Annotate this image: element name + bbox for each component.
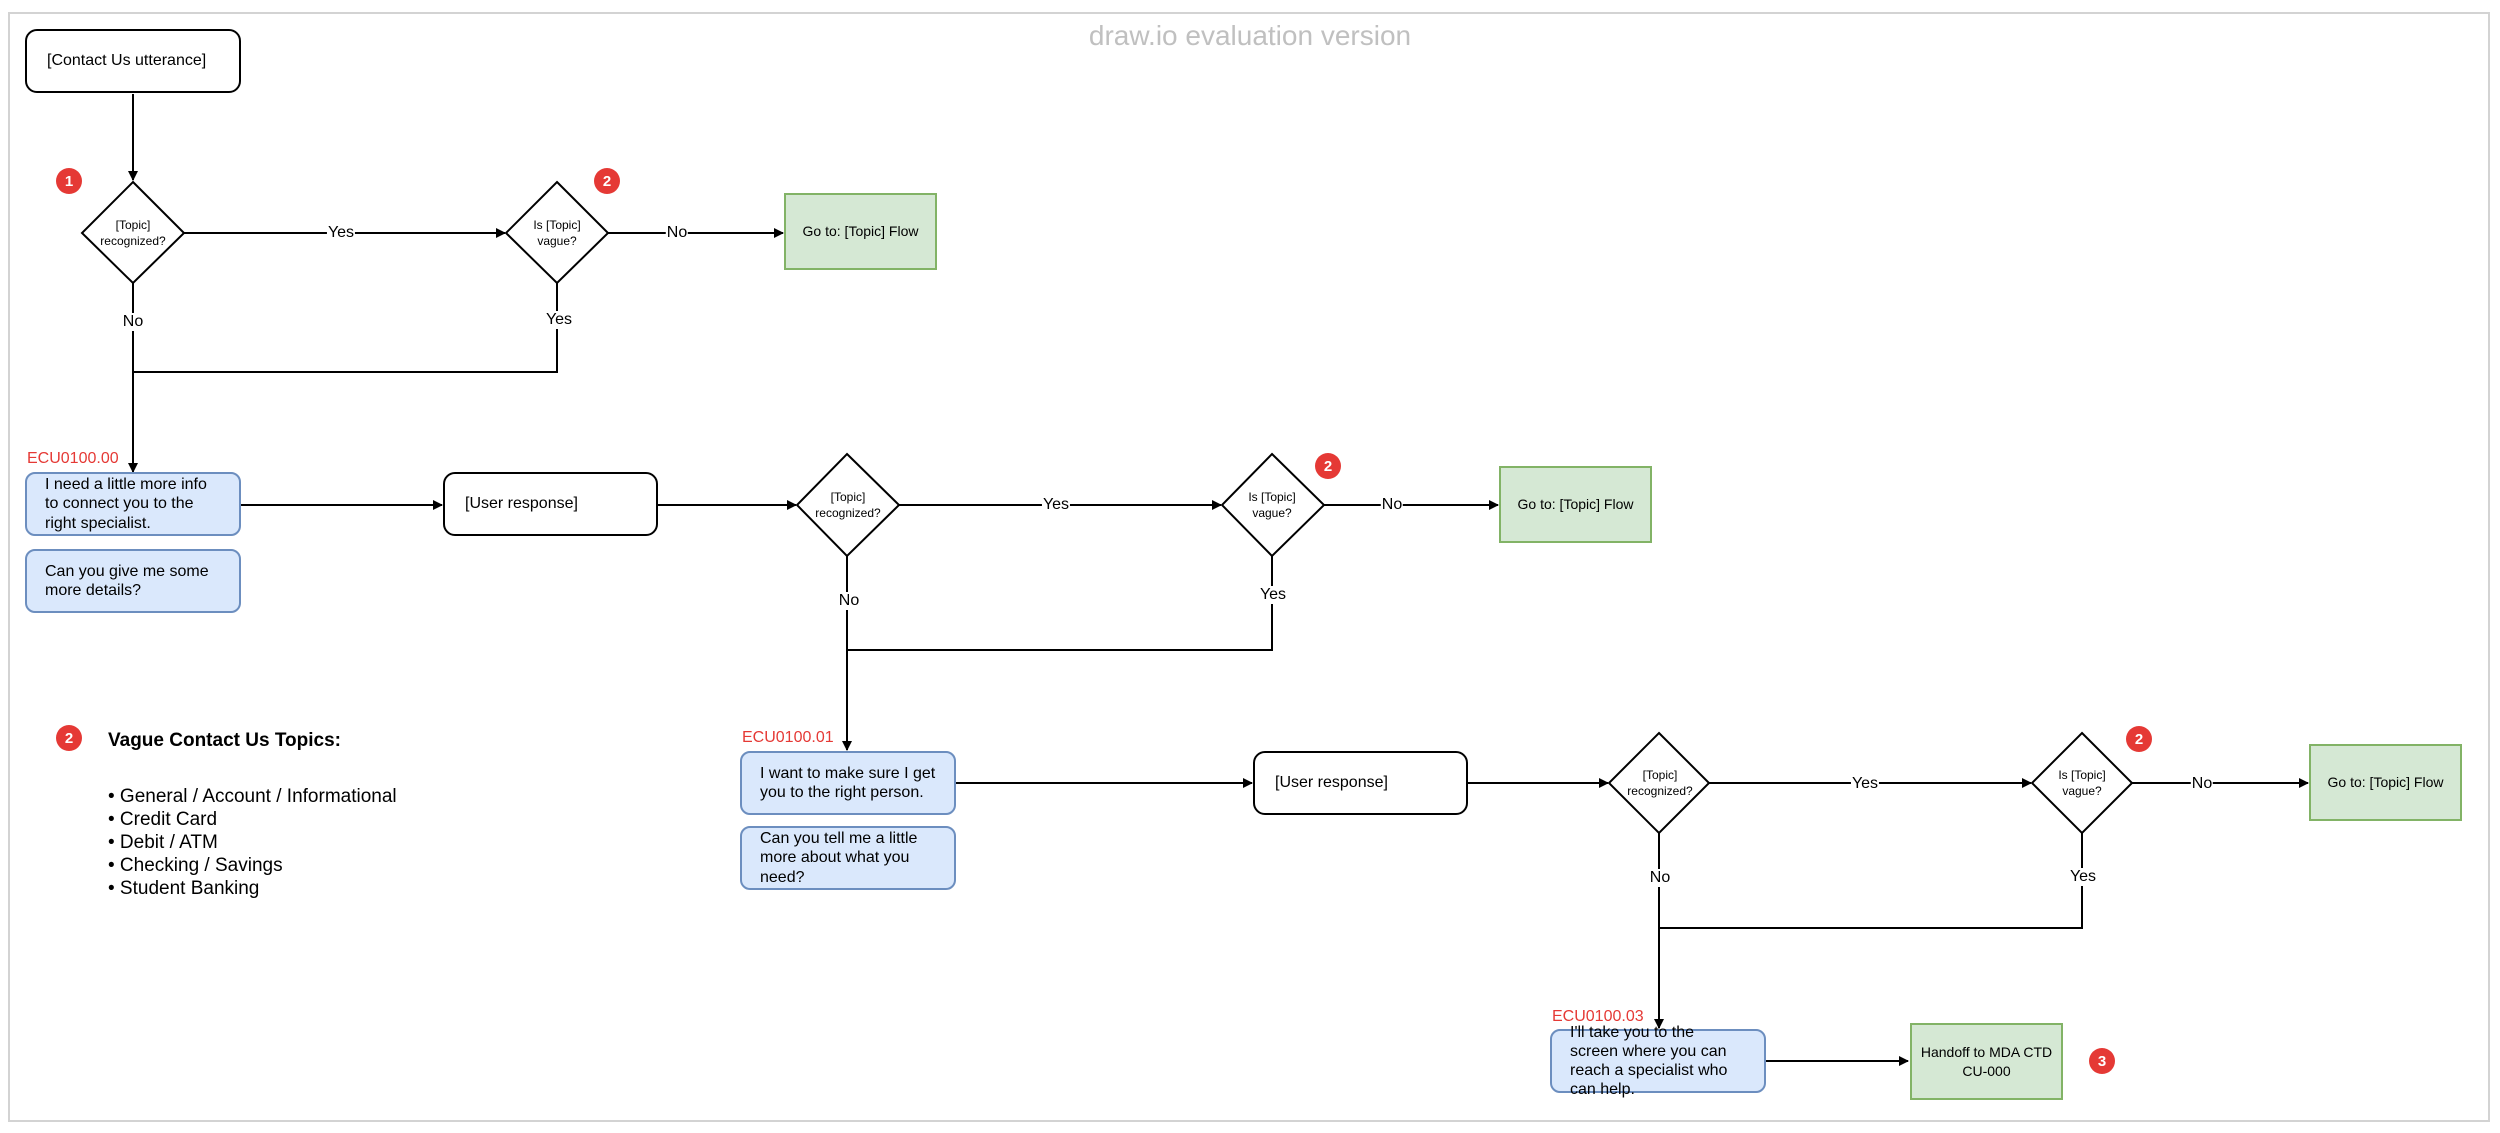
message-code-3: ECU0100.03	[1552, 1008, 1644, 1025]
vague-label-2: Is [Topic] vague?	[1248, 489, 1296, 520]
edge-label-yes-down-1: Yes	[544, 311, 574, 329]
bot-message-2a-text: I want to make sure I get you to the rig…	[760, 764, 936, 801]
decision-vague-1	[504, 180, 610, 285]
badge-2-legend: 2	[56, 725, 82, 751]
recognized-label-2: [Topic] recognized?	[815, 489, 881, 520]
decision-recognized-1	[80, 180, 186, 285]
start-node-label: [Contact Us utterance]	[47, 52, 207, 69]
legend-item: • Student Banking	[108, 878, 260, 899]
badge-1: 1	[56, 168, 82, 194]
handoff-node[interactable]: Handoff to MDA CTD CU-000	[1910, 1023, 2063, 1100]
badge-2-level2: 2	[1315, 453, 1341, 479]
edge-label-no-3: No	[2190, 775, 2214, 793]
badge-2-level1: 2	[594, 168, 620, 194]
edge-label-no-2: No	[1380, 496, 1404, 514]
bot-message-1b-text: Can you give me some more details?	[45, 562, 209, 599]
handoff-node-label: Handoff to MDA CTD CU-000	[1920, 1044, 2053, 1079]
legend-list: • General / Account / Informational • Cr…	[108, 785, 397, 900]
watermark: draw.io evaluation version	[1088, 20, 1412, 51]
edge-label-no-down-3: No	[1648, 869, 1672, 887]
decision-recognized-2	[795, 452, 901, 558]
goto-flow-3[interactable]: Go to: [Topic] Flow	[2309, 744, 2462, 821]
decision-recognized-3	[1607, 731, 1711, 835]
recognized-label-3: [Topic] recognized?	[1627, 767, 1693, 798]
bot-message-final-text: I'll take you to the screen where you ca…	[1570, 1023, 1728, 1099]
edge-vague-yes-1	[133, 283, 558, 373]
edge-vague-yes-3	[1659, 833, 2083, 929]
message-code-1: ECU0100.00	[27, 450, 119, 467]
edge-label-yes-down-3: Yes	[2068, 868, 2098, 886]
recognized-label-1: [Topic] recognized?	[100, 217, 166, 248]
legend-title: Vague Contact Us Topics:	[108, 730, 341, 751]
bot-message-1a[interactable]: I need a little more info to connect you…	[25, 472, 241, 536]
edge-vague-yes-2	[847, 556, 1273, 651]
edge-label-no-down-1: No	[121, 313, 145, 331]
user-response-1-label: [User response]	[465, 495, 578, 512]
start-node[interactable]: [Contact Us utterance]	[25, 29, 241, 93]
bot-message-1b[interactable]: Can you give me some more details?	[25, 549, 241, 613]
badge-2-level3: 2	[2126, 726, 2152, 752]
legend-item: • Credit Card	[108, 809, 218, 830]
goto-flow-1-label: Go to: [Topic] Flow	[802, 223, 919, 240]
bot-message-final[interactable]: I'll take you to the screen where you ca…	[1550, 1024, 1766, 1098]
vague-label-1: Is [Topic] vague?	[533, 217, 581, 248]
edge-label-yes-1: Yes	[326, 224, 356, 242]
edge-label-no-1: No	[665, 224, 689, 242]
bot-message-2b[interactable]: Can you tell me a little more about what…	[740, 826, 956, 890]
goto-flow-2[interactable]: Go to: [Topic] Flow	[1499, 466, 1652, 543]
diagram-frame	[8, 12, 2490, 1122]
goto-flow-1[interactable]: Go to: [Topic] Flow	[784, 193, 937, 270]
user-response-2-label: [User response]	[1275, 774, 1388, 791]
legend-item: • General / Account / Informational	[108, 786, 397, 807]
edge-label-yes-3: Yes	[1850, 775, 1880, 793]
bot-message-2a[interactable]: I want to make sure I get you to the rig…	[740, 751, 956, 815]
vague-label-3: Is [Topic] vague?	[2058, 767, 2106, 798]
message-code-2: ECU0100.01	[742, 729, 834, 746]
edge-label-yes-2: Yes	[1041, 496, 1071, 514]
edge-label-no-down-2: No	[837, 592, 861, 610]
decision-vague-3	[2030, 731, 2134, 835]
badge-3: 3	[2089, 1048, 2115, 1074]
legend-item: • Debit / ATM	[108, 832, 218, 853]
bot-message-2b-text: Can you tell me a little more about what…	[760, 830, 918, 886]
user-response-2[interactable]: [User response]	[1253, 751, 1468, 815]
goto-flow-3-label: Go to: [Topic] Flow	[2327, 774, 2444, 791]
edge-label-yes-down-2: Yes	[1258, 586, 1288, 604]
goto-flow-2-label: Go to: [Topic] Flow	[1517, 496, 1634, 513]
legend-item: • Checking / Savings	[108, 855, 283, 876]
bot-message-1a-text: I need a little more info to connect you…	[45, 476, 207, 532]
decision-vague-2	[1220, 452, 1326, 558]
user-response-1[interactable]: [User response]	[443, 472, 658, 536]
